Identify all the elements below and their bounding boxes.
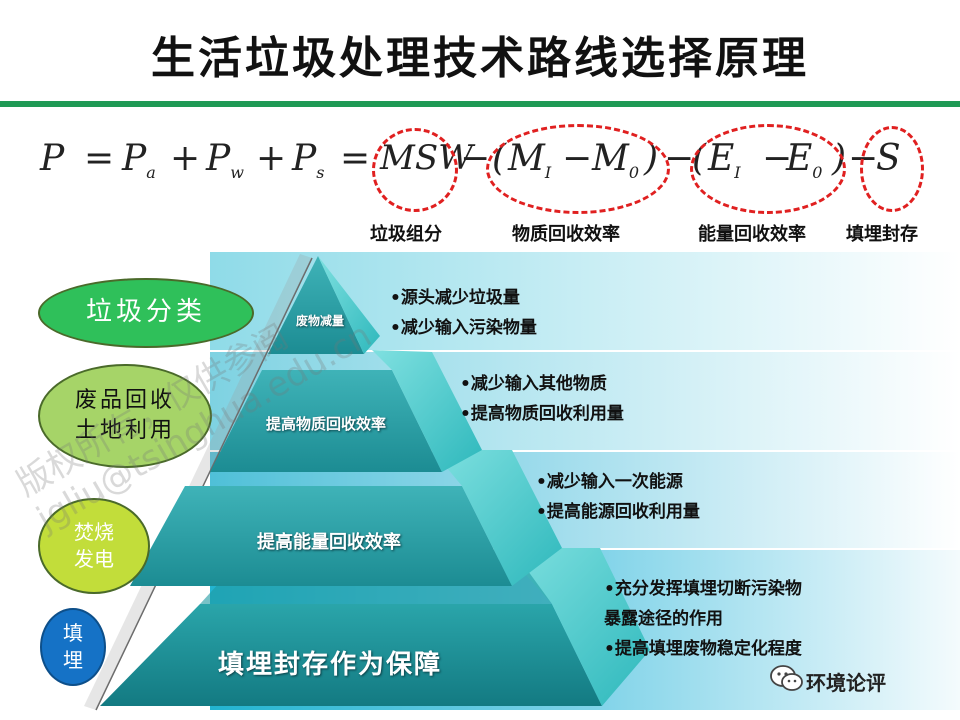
formula-plus-1: + [170, 138, 201, 179]
oval-energy [690, 124, 846, 214]
tier-1-label: 废物减量 [295, 314, 344, 328]
tier-4-label: 填埋封存作为保障 [217, 650, 442, 680]
formula-plus-2: + [256, 138, 287, 179]
tier-3-label: 提高能量回收效率 [257, 532, 401, 553]
side-label-landfill-1: 填 [63, 621, 83, 645]
formula-equals-1: = [84, 138, 115, 179]
tier-2-bullet: •提高物质回收利用量 [460, 404, 624, 424]
formula-pw: Pw [206, 138, 244, 182]
brand-name: 环境论评 [806, 671, 886, 695]
side-label-sorting: 垃圾分类 [85, 297, 206, 328]
tier-2-label: 提高物质回收效率 [265, 415, 386, 433]
side-label-incineration-1: 焚烧 [74, 520, 114, 544]
tier-4-bullet: •提高填埋废物稳定化程度 [604, 639, 802, 659]
tier-2-bullets: •减少输入其他物质 •提高物质回收利用量 [460, 369, 624, 429]
tier-4-front [100, 604, 602, 706]
tier-4-bullets: •充分发挥填埋切断污染物 暴露途径的作用 •提高填埋废物稳定化程度 [604, 574, 802, 664]
tier-1-side [318, 256, 380, 354]
tier-2-bullet: •减少输入其他物质 [460, 374, 607, 394]
tier-2-front [210, 370, 442, 472]
tier-1-bullet: •源头减少垃圾量 [390, 288, 520, 308]
tier-3-front [130, 486, 512, 586]
tier-3-side [432, 450, 562, 586]
side-oval-incineration: 焚烧 发电 [38, 498, 150, 594]
side-oval-recycling: 废品回收 土地利用 [38, 364, 212, 468]
formula-pa: Pa [122, 138, 156, 182]
tier-1-bullets: •源头减少垃圾量 •减少输入污染物量 [390, 283, 537, 343]
formula-minus-1: − [460, 138, 491, 179]
side-label-incineration-2: 发电 [74, 547, 114, 571]
tier-1-bullet: •减少输入污染物量 [390, 318, 537, 338]
caption-sealing: 填埋封存 [846, 224, 918, 245]
side-oval-sorting: 垃圾分类 [38, 278, 254, 348]
wechat-icon [770, 665, 803, 691]
title-underline [0, 101, 960, 107]
side-label-landfill-2: 埋 [63, 648, 83, 672]
oval-landfill [860, 126, 924, 212]
caption-energy-recovery: 能量回收效率 [698, 224, 806, 245]
pyramid-axis-shadow [84, 254, 312, 710]
caption-material-recovery: 物质回收效率 [512, 224, 620, 245]
side-label-recycling-2: 土地利用 [74, 418, 175, 443]
tier-4-bullet: 暴露途径的作用 [604, 609, 723, 629]
oval-msw [372, 128, 458, 212]
caption-composition: 垃圾组分 [370, 224, 442, 245]
side-label-recycling-1: 废品回收 [74, 388, 175, 414]
tier-3-bullet: •提高能源回收利用量 [536, 502, 700, 522]
tier-1-front [268, 256, 364, 354]
tier-3-bullet: •减少输入一次能源 [536, 472, 683, 492]
tier-3-bullets: •减少输入一次能源 •提高能源回收利用量 [536, 467, 700, 527]
formula-equals-2: = [340, 138, 371, 179]
page-title: 生活垃圾处理技术路线选择原理 [151, 33, 809, 84]
tier-4-bullet: •充分发挥填埋切断污染物 [604, 579, 802, 599]
formula-p: P [40, 138, 65, 179]
side-oval-landfill: 填 埋 [40, 608, 106, 686]
tier-2-side [372, 350, 482, 472]
formula-ps: Ps [292, 138, 325, 182]
oval-material [486, 124, 670, 214]
pyramid-axis-line [95, 257, 313, 711]
